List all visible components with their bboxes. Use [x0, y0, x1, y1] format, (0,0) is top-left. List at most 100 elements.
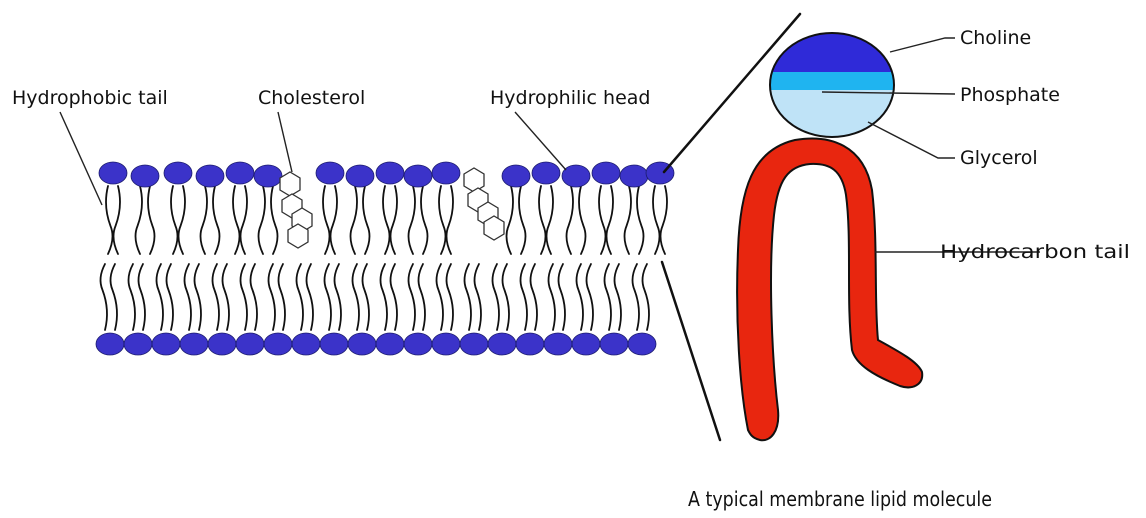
phospholipid-head — [208, 333, 236, 355]
phospholipid-head — [572, 333, 600, 355]
phospholipid-tail — [353, 264, 360, 330]
phospholipid-tail — [279, 264, 286, 330]
phospholipid-head — [346, 165, 374, 187]
phospholipid-tail — [549, 264, 556, 330]
cholesterol-molecule-right — [464, 168, 504, 240]
label-hydrophobic-tail: Hydrophobic tail — [12, 87, 168, 109]
phospholipid-head — [502, 165, 530, 187]
phospholipid-tail — [363, 186, 370, 254]
phospholipid-head — [316, 162, 344, 184]
phospholipid-tail — [579, 186, 586, 254]
phospholipid-head — [432, 162, 460, 184]
phospholipid-tail — [136, 186, 143, 254]
phospholipid-tail — [269, 264, 276, 330]
phospholipid-tail — [439, 186, 446, 254]
phospholipid-tail — [521, 264, 528, 330]
phospholipid-tail — [139, 264, 146, 330]
phospholipid-tail — [633, 264, 640, 330]
phospholipid-tail — [114, 186, 121, 254]
head-group — [760, 20, 910, 150]
phospholipid-tail — [179, 186, 186, 254]
lipid-bilayer — [96, 162, 674, 355]
phospholipid-tail — [233, 186, 240, 254]
phospholipid-tail — [437, 264, 444, 330]
phospholipid-tail — [419, 264, 426, 330]
phospholipid-tail — [106, 186, 113, 254]
phospholipid-tail — [331, 186, 338, 254]
phospholipid-tail — [409, 186, 416, 254]
phospholipid-tail — [599, 186, 606, 254]
phospholipid-tail — [661, 186, 668, 254]
phospholipid-head — [131, 165, 159, 187]
phospholipid-tail — [259, 186, 266, 254]
label-phosphate: Phosphate — [960, 84, 1060, 106]
phospholipid-tail — [653, 186, 660, 254]
phospholipid-tail — [577, 264, 584, 330]
phospholipid-tail — [637, 186, 644, 254]
phospholipid-tail — [465, 264, 472, 330]
phospholipid-tail — [381, 264, 388, 330]
phospholipid-tail — [325, 264, 332, 330]
phospholipid-tail — [148, 186, 155, 254]
phospholipid-tail — [251, 264, 258, 330]
phospholipid-head — [348, 333, 376, 355]
phospholipid-tail — [409, 264, 416, 330]
phospholipid-head — [404, 165, 432, 187]
cholesterol-molecule-left — [280, 172, 312, 248]
phospholipid-head — [376, 162, 404, 184]
phospholipid-head — [196, 165, 224, 187]
phospholipid-tail — [421, 186, 428, 254]
upper-leaflet-tails — [106, 186, 667, 254]
label-cholesterol: Cholesterol — [258, 87, 365, 109]
phospholipid-tail — [615, 264, 622, 330]
phospholipid-tail — [241, 186, 248, 254]
lipid-molecule — [737, 20, 922, 440]
phospholipid-head — [124, 333, 152, 355]
phospholipid-tail — [241, 264, 248, 330]
phospholipid-tail — [605, 264, 612, 330]
phospholipid-tail — [587, 264, 594, 330]
phospholipid-tail — [185, 264, 192, 330]
leader-cholesterol — [278, 112, 292, 172]
phospholipid-tail — [493, 264, 500, 330]
phospholipid-tail — [307, 264, 314, 330]
phospholipid-head — [320, 333, 348, 355]
phospholipid-tail — [539, 186, 546, 254]
phospholipid-head — [516, 333, 544, 355]
label-hydrocarbon-tail: Hydrocarbon tail — [940, 241, 1130, 263]
phospholipid-head — [99, 162, 127, 184]
phospholipid-head — [592, 162, 620, 184]
phospholipid-tail — [447, 264, 454, 330]
phospholipid-tail — [167, 264, 174, 330]
phospholipid-tail — [335, 264, 342, 330]
phospholipid-head — [404, 333, 432, 355]
phospholipid-head — [628, 333, 656, 355]
diagram-caption: A typical membrane lipid molecule — [688, 487, 992, 511]
phospholipid-tail — [391, 186, 398, 254]
phospholipid-tail — [213, 264, 220, 330]
zoom-line-bottom — [662, 262, 720, 440]
hydrocarbon-tail-shape — [737, 138, 922, 440]
phospholipid-tail — [475, 264, 482, 330]
phospholipid-tail — [129, 264, 136, 330]
phospholipid-tail — [531, 264, 538, 330]
phospholipid-head — [152, 333, 180, 355]
label-choline: Choline — [960, 27, 1031, 49]
phospholipid-head — [620, 165, 648, 187]
phospholipid-head — [488, 333, 516, 355]
leader-hydrophilic-head — [515, 112, 566, 170]
phospholipid-tail — [171, 186, 178, 254]
phospholipid-tail — [223, 264, 230, 330]
phospholipid-tail — [297, 264, 304, 330]
phospholipid-tail — [383, 186, 390, 254]
phospholipid-head — [292, 333, 320, 355]
phospholipid-head — [376, 333, 404, 355]
phospholipid-tail — [507, 186, 514, 254]
leader-glycerol — [868, 122, 955, 158]
phospholipid-tail — [643, 264, 650, 330]
phospholipid-tail — [547, 186, 554, 254]
phospholipid-tail — [363, 264, 370, 330]
lower-leaflet-heads — [96, 333, 656, 355]
phospholipid-head — [600, 333, 628, 355]
